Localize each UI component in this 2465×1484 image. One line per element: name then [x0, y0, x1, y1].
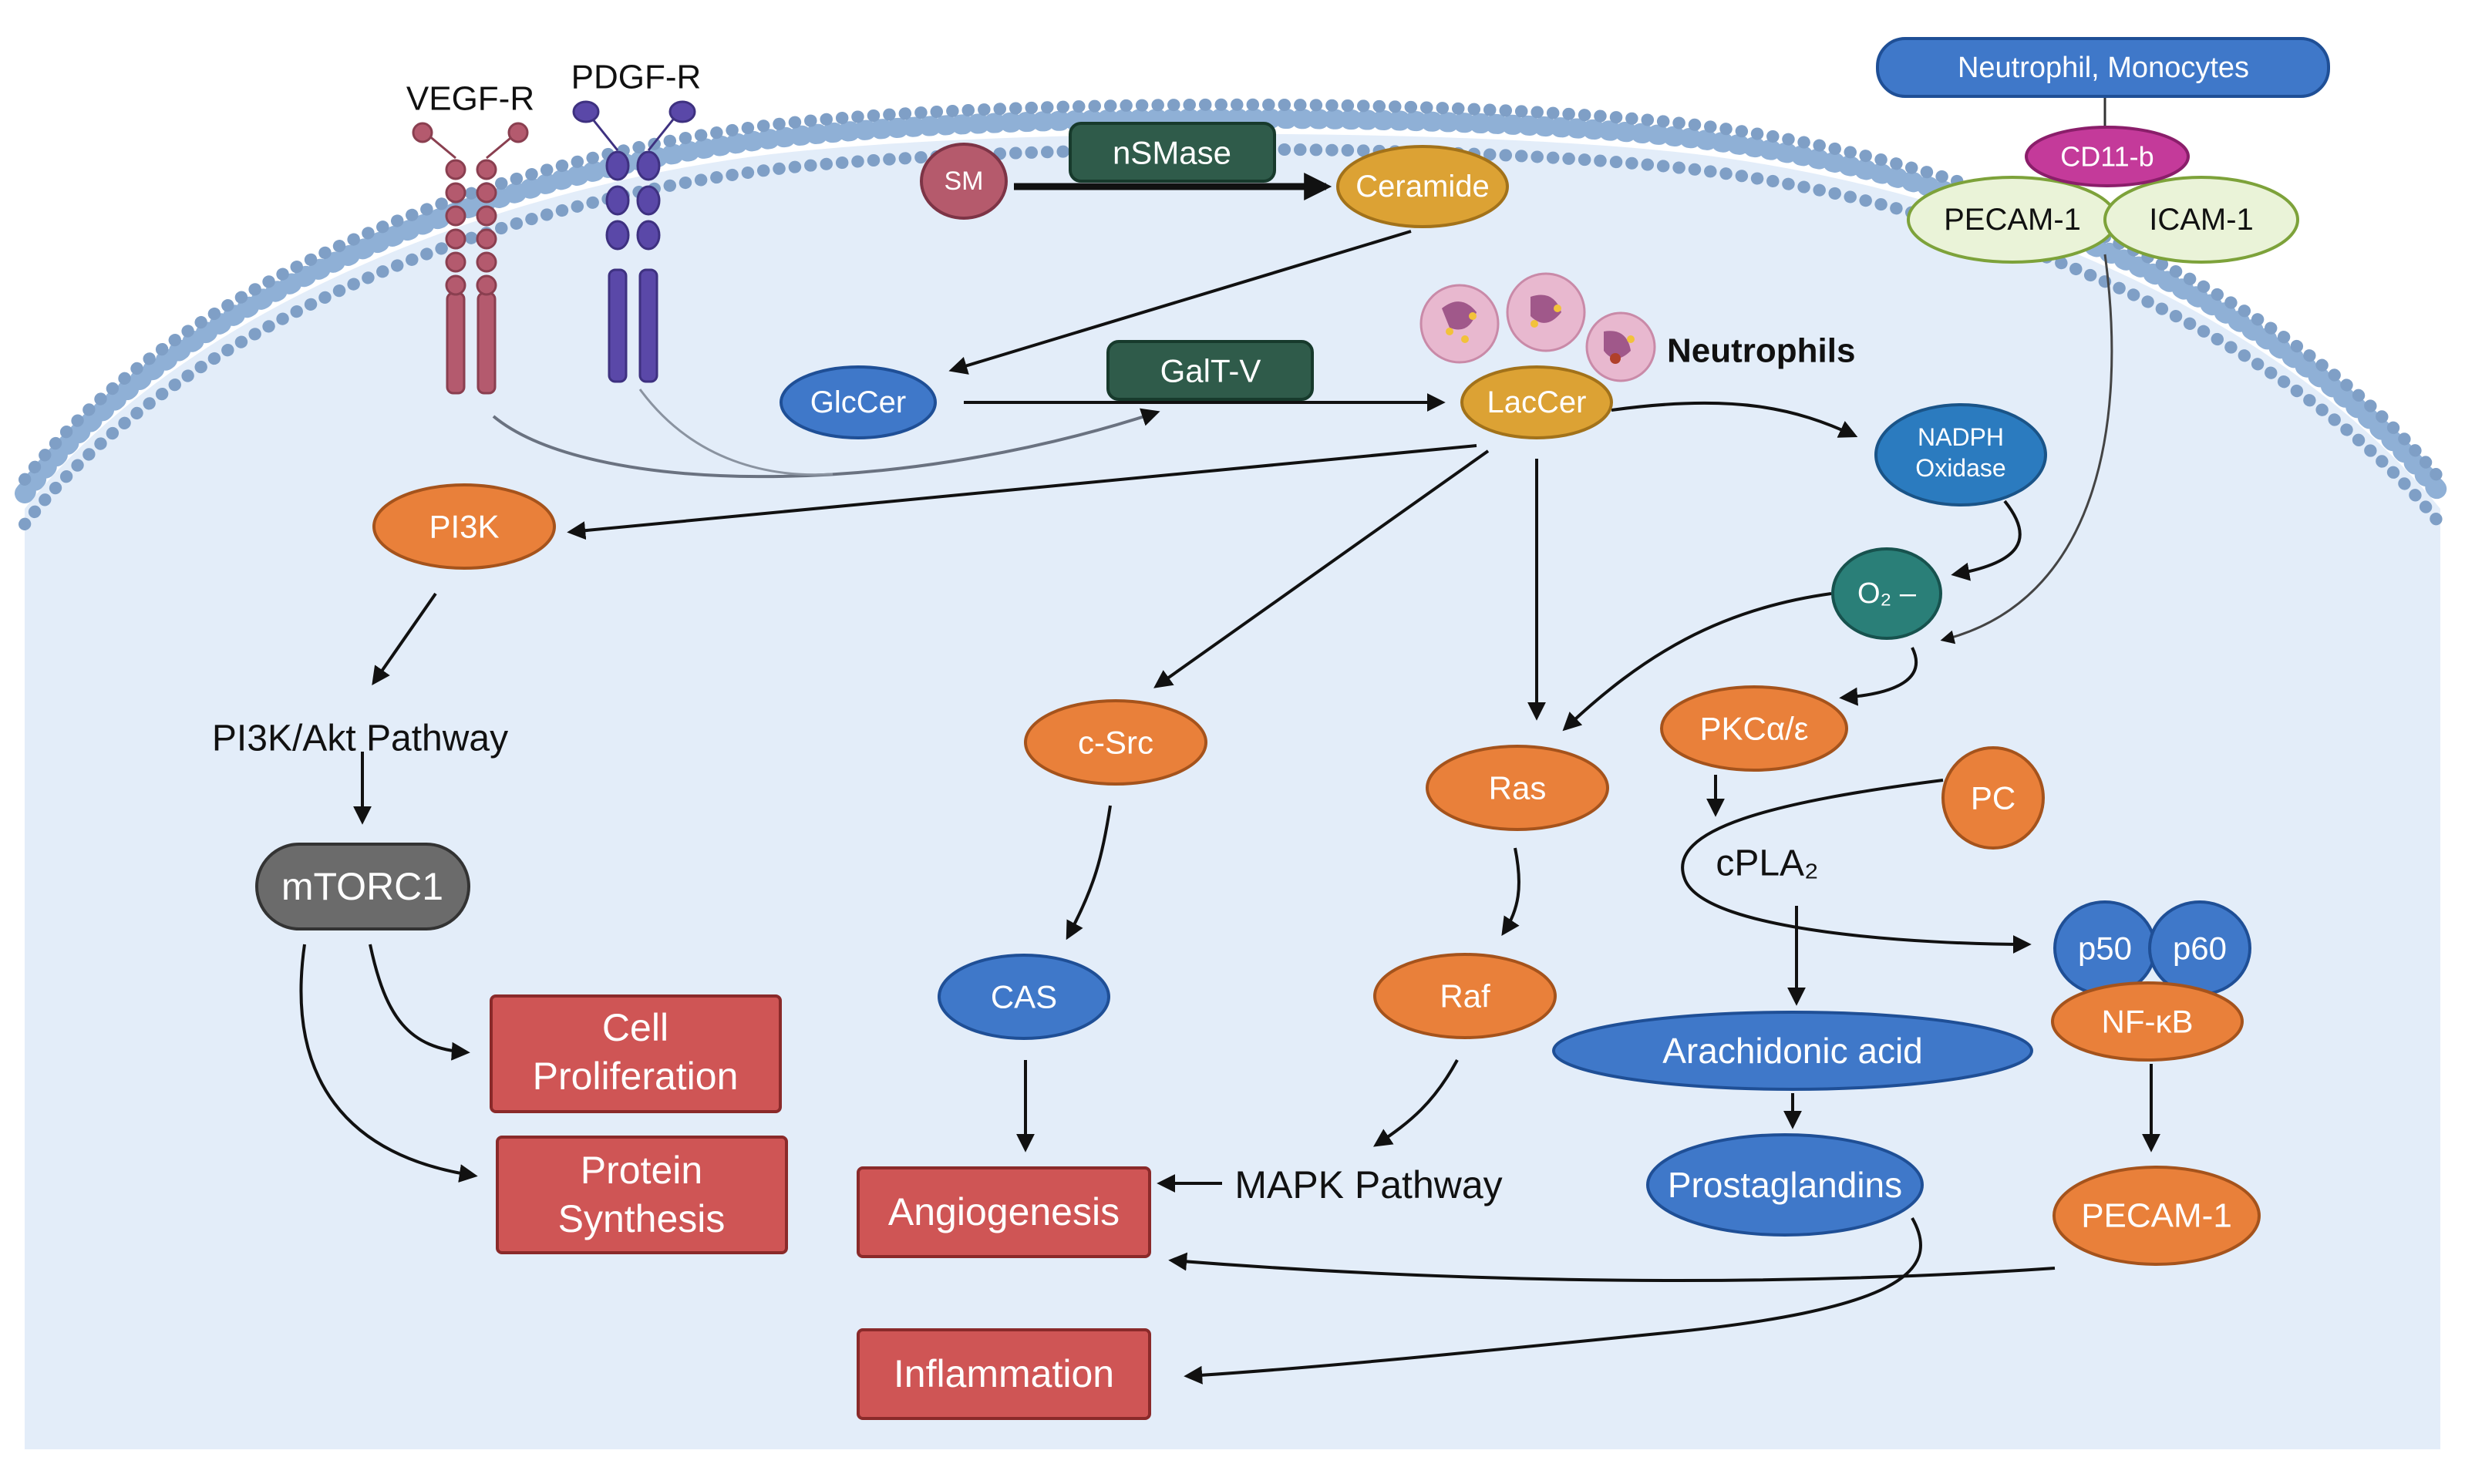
arrow-pecam1-angiogenesis: [1168, 1252, 2056, 1283]
neutrophils-label: Neutrophils: [1667, 332, 1855, 370]
arrow-o2-pkc: [1839, 647, 1918, 706]
protein-synthesis-line2: Synthesis: [558, 1197, 726, 1240]
cell-proliferation-line2: Proliferation: [533, 1055, 739, 1098]
angiogenesis-box: [857, 1166, 1151, 1258]
arrow-pc-nfkb: [1681, 779, 2032, 954]
pdgf-receptor: [572, 100, 696, 383]
pc-node: [1941, 746, 2045, 850]
arrow-mtorc1-protein: [299, 944, 478, 1183]
cell-cytoplasm: [25, 133, 2440, 1449]
pecam1-top-label: PECAM-1: [1944, 203, 2081, 237]
mtorc1-label: mTORC1: [281, 865, 443, 908]
nadph-node: [1874, 403, 2047, 506]
p60-label: p60: [2173, 930, 2227, 967]
nsmase-box: [1069, 122, 1276, 183]
pc-label: PC: [1971, 780, 2015, 816]
raf-label: Raf: [1440, 978, 1490, 1015]
icam1-node: [2103, 176, 2299, 264]
prostaglandins-node: [1646, 1133, 1924, 1237]
mapk-pathway-label: MAPK Pathway: [1234, 1163, 1502, 1206]
prostaglandins-label: Prostaglandins: [1668, 1165, 1902, 1205]
pdgf-r-label: PDGF-R: [571, 59, 702, 96]
inflammation-label: Inflammation: [894, 1352, 1114, 1395]
laccer-label: LacCer: [1487, 385, 1587, 419]
nadph-label-line1: NADPH: [1918, 423, 2004, 451]
cas-node: [938, 954, 1110, 1040]
protein-synthesis-line1: Protein: [581, 1149, 702, 1192]
cd11b-node: [2025, 126, 2190, 187]
receptor-signal-line-2: [638, 389, 833, 476]
csrc-label: c-Src: [1078, 725, 1153, 761]
arrow-laccer-pi3k: [567, 444, 1477, 540]
pkc-label: PKCα/ε: [1699, 711, 1808, 747]
inflammation-box: [857, 1328, 1151, 1420]
arrow-prostaglandins-inflammation: [1184, 1217, 1922, 1385]
sm-label: SM: [945, 167, 984, 196]
ras-node: [1426, 745, 1609, 831]
neutrophil-cells-icon: [1419, 272, 1656, 382]
icam1-label: ICAM-1: [2149, 203, 2254, 237]
laccer-node: [1460, 365, 1613, 439]
nfkb-label: NF-κB: [2102, 1004, 2194, 1040]
arrow-ceramide-glccer: [948, 230, 1412, 375]
nsmase-label: nSMase: [1113, 135, 1231, 171]
galtv-label: GalT-V: [1160, 353, 1261, 389]
nadph-label-line2: Oxidase: [1915, 454, 2005, 482]
arrow-csrc-cas: [1066, 805, 1112, 941]
arrow-icam-signal: [1940, 254, 2113, 644]
arrow-ras-raf: [1501, 847, 1520, 936]
pecam1-inner-node: [2052, 1166, 2261, 1266]
arrow-laccer-csrc: [1153, 449, 1490, 688]
cd11b-label: CD11-b: [2060, 141, 2154, 173]
arrow-mtorc1-proliferation: [369, 944, 470, 1061]
raf-node: [1373, 953, 1557, 1039]
glccer-label: GlcCer: [810, 385, 906, 419]
ceramide-node: [1336, 145, 1509, 228]
arrow-laccer-nadph: [1611, 401, 1858, 438]
ceramide-label: Ceramide: [1355, 170, 1489, 204]
pecam1-inner-label: PECAM-1: [2081, 1197, 2232, 1235]
arachidonic-acid-node: [1552, 1011, 2033, 1091]
pkc-node: [1660, 685, 1848, 772]
cell-proliferation-box: [490, 994, 782, 1113]
receptor-signal-line: [492, 408, 1160, 479]
neutrophil-monocytes-label: Neutrophil, Monocytes: [1958, 52, 2249, 84]
arrow-o2-ras: [1562, 592, 1832, 732]
arrow-raf-mapk: [1373, 1059, 1459, 1147]
cas-label: CAS: [991, 979, 1057, 1015]
o2-label: O₂ –: [1857, 577, 1917, 610]
csrc-node: [1024, 699, 1207, 786]
angiogenesis-label: Angiogenesis: [888, 1190, 1120, 1233]
arrow-pi3k-pathway: [372, 592, 437, 685]
pi3k-label: PI3K: [429, 509, 499, 545]
cell-proliferation-line1: Cell: [602, 1006, 668, 1049]
cpla2-label: cPLA₂: [1716, 843, 1818, 884]
p50-label: p50: [2078, 930, 2132, 967]
neutrophil-monocytes-box: [1876, 37, 2330, 98]
arachidonic-acid-label: Arachidonic acid: [1662, 1031, 1923, 1071]
vegf-receptor: [412, 122, 529, 395]
pi3k-node: [372, 483, 556, 570]
ras-label: Ras: [1489, 770, 1547, 806]
mtorc1-box: [255, 843, 470, 930]
pi3k-akt-pathway-label: PI3K/Akt Pathway: [212, 718, 508, 759]
o2-node: [1831, 547, 1942, 640]
galtv-box: [1106, 340, 1314, 401]
nfkb-node: [2051, 981, 2244, 1062]
arrow-nadph-o2: [1951, 500, 2022, 581]
glccer-node: [780, 365, 937, 439]
vegf-r-label: VEGF-R: [406, 80, 534, 118]
sm-node: [920, 143, 1008, 220]
protein-synthesis-box: [496, 1136, 788, 1254]
